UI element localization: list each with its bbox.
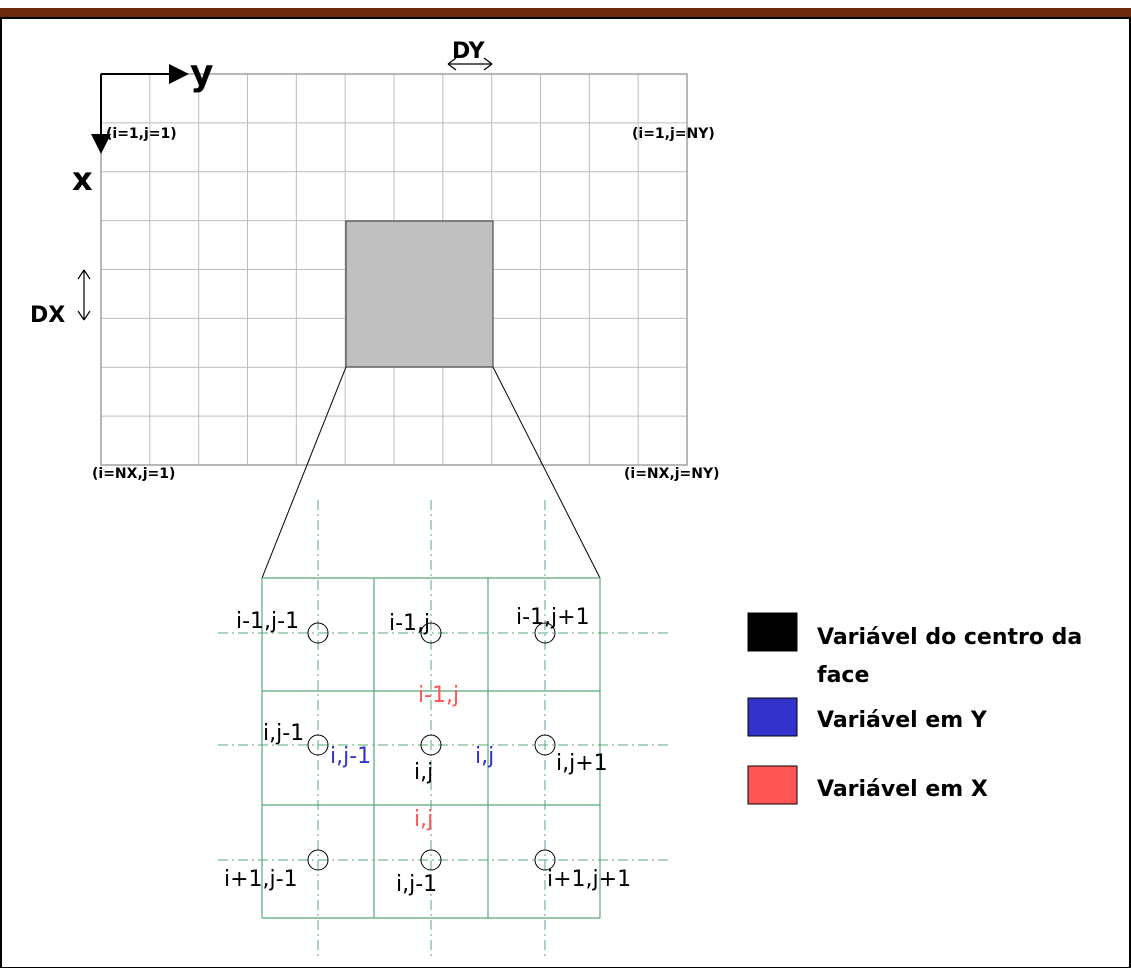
center-label: i,j (414, 760, 433, 785)
node-circle (420, 622, 442, 644)
y-face-label: i,j-1 (330, 744, 371, 769)
corner-labels: (i=1,j=1) (i=1,j=NY) (i=NX,j=1) (i=NX,j=… (92, 126, 720, 482)
node-circle (420, 734, 442, 756)
x-axis-label: x (72, 160, 93, 198)
header-rule (0, 8, 1131, 18)
node-circle (307, 849, 329, 871)
node-circle (307, 622, 329, 644)
corner-bottom-left-label: (i=NX,j=1) (92, 466, 175, 482)
legend-center-label-line2: face (817, 663, 869, 688)
center-label: i-1,j (389, 611, 430, 636)
axes: y x (72, 53, 213, 198)
stencil-grid (218, 500, 672, 958)
legend-swatch-x (747, 765, 798, 805)
highlighted-cell-block (345, 220, 494, 368)
center-label: i,j-1 (396, 872, 437, 897)
center-label: i,j+1 (556, 751, 608, 776)
legend-y-label: Variável em Y (817, 708, 988, 733)
center-label: i-1,j+1 (516, 605, 590, 630)
dy-label: DY (452, 39, 486, 64)
node-circle (420, 849, 442, 871)
stencil-labels: i-1,j-1 i-1,j i-1,j+1 i,j-1 i,j i,j+1 i+… (224, 605, 631, 897)
corner-top-left-label: (i=1,j=1) (106, 126, 177, 142)
node-circle (307, 734, 329, 756)
dx-double-arrow (77, 269, 91, 321)
page-border (0, 17, 1131, 968)
node-circle (534, 849, 556, 871)
page-frame (0, 8, 1131, 968)
legend-swatch-center (747, 612, 798, 652)
center-label: i,j-1 (263, 721, 304, 746)
legend: Variável do centro da face Variável em Y… (747, 612, 1082, 805)
center-label: i+1,j-1 (224, 867, 298, 892)
corner-bottom-right-label: (i=NX,j=NY) (624, 466, 720, 482)
dx-label: DX (30, 303, 65, 328)
y-axis-label: y (190, 53, 213, 94)
x-face-label: i,j (414, 807, 433, 832)
node-circle (534, 734, 556, 756)
center-label: i-1,j-1 (236, 609, 299, 634)
zoom-line-left (261, 366, 347, 579)
zoom-line-right (492, 366, 601, 579)
corner-top-right-label: (i=1,j=NY) (632, 126, 715, 142)
center-label: i+1,j+1 (547, 867, 631, 892)
spacing-markers: DY DX (30, 39, 493, 328)
x-face-label: i-1,j (418, 683, 459, 708)
legend-x-label: Variável em X (817, 777, 988, 802)
legend-center-label-line1: Variável do centro da (817, 625, 1082, 650)
node-circle (534, 622, 556, 644)
dy-double-arrow (447, 57, 493, 71)
y-face-label: i,j (475, 744, 494, 769)
legend-swatch-y (747, 697, 798, 737)
grid-outline (100, 73, 688, 466)
